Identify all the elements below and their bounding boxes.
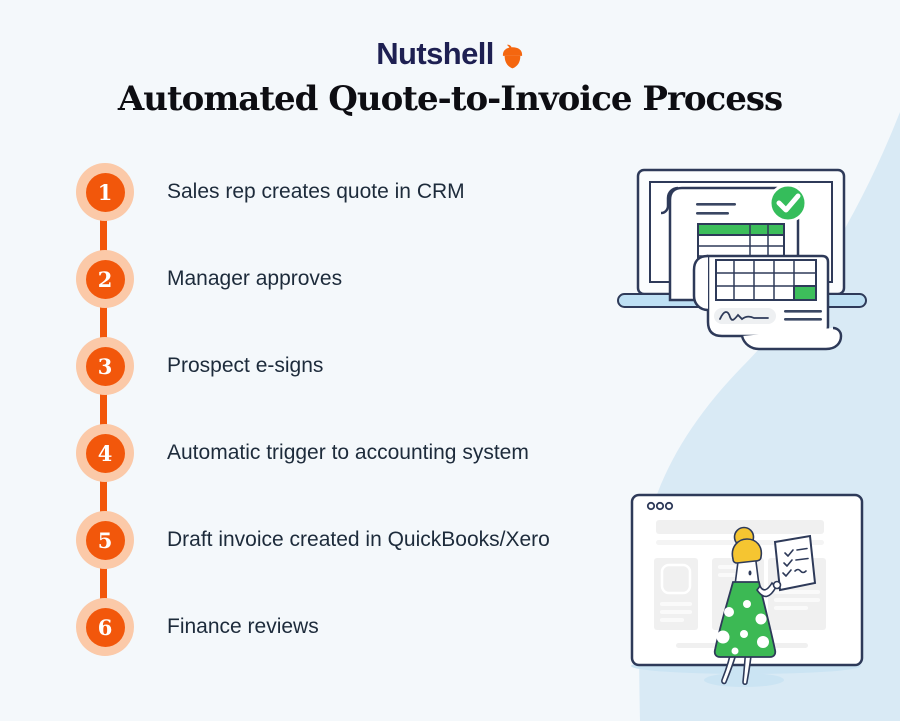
nutshell-logo: Nutshell <box>0 36 900 72</box>
step-number: 6 <box>85 607 125 647</box>
checklist-paper-icon <box>772 534 817 592</box>
step-number-badge: 5 <box>76 511 134 569</box>
step-label: Draft invoice created in QuickBooks/Xero <box>167 528 550 551</box>
step-item-2: 2 Manager approves <box>76 250 342 308</box>
step-number-badge: 6 <box>76 598 134 656</box>
step-number: 5 <box>85 520 125 560</box>
step-number: 1 <box>85 172 125 212</box>
hair <box>731 538 763 564</box>
step-number-badge: 3 <box>76 337 134 395</box>
step-item-5: 5 Draft invoice created in QuickBooks/Xe… <box>76 511 550 569</box>
step-item-4: 4 Automatic trigger to accounting system <box>76 424 529 482</box>
laptop-quote-illustration <box>617 168 867 351</box>
step-number-badge: 4 <box>76 424 134 482</box>
finance-review-illustration <box>630 493 864 687</box>
step-item-3: 3 Prospect e-signs <box>76 337 323 395</box>
step-number: 4 <box>85 433 125 473</box>
step-connector-line <box>100 192 107 627</box>
step-number-badge: 2 <box>76 250 134 308</box>
step-label: Sales rep creates quote in CRM <box>167 180 465 203</box>
hand <box>772 580 782 590</box>
step-label: Automatic trigger to accounting system <box>167 441 529 464</box>
step-label: Manager approves <box>167 267 343 290</box>
step-label: Finance reviews <box>167 615 319 638</box>
invoice-scroll-icon <box>692 254 843 351</box>
step-item-1: 1 Sales rep creates quote in CRM <box>76 163 465 221</box>
page-title: Automated Quote-to-Invoice Process <box>117 79 783 119</box>
finance-person-icon <box>704 526 784 687</box>
signature-icon <box>714 308 776 324</box>
nutshell-wordmark: Nutshell <box>376 36 494 71</box>
step-label: Prospect e-signs <box>167 354 324 377</box>
acorn-icon <box>502 44 522 68</box>
step-number-badge: 1 <box>76 163 134 221</box>
step-number: 3 <box>85 346 125 386</box>
arm <box>756 581 777 598</box>
approval-checkmark-icon <box>768 183 808 223</box>
step-item-6: 6 Finance reviews <box>76 598 319 656</box>
step-number: 2 <box>85 259 125 299</box>
